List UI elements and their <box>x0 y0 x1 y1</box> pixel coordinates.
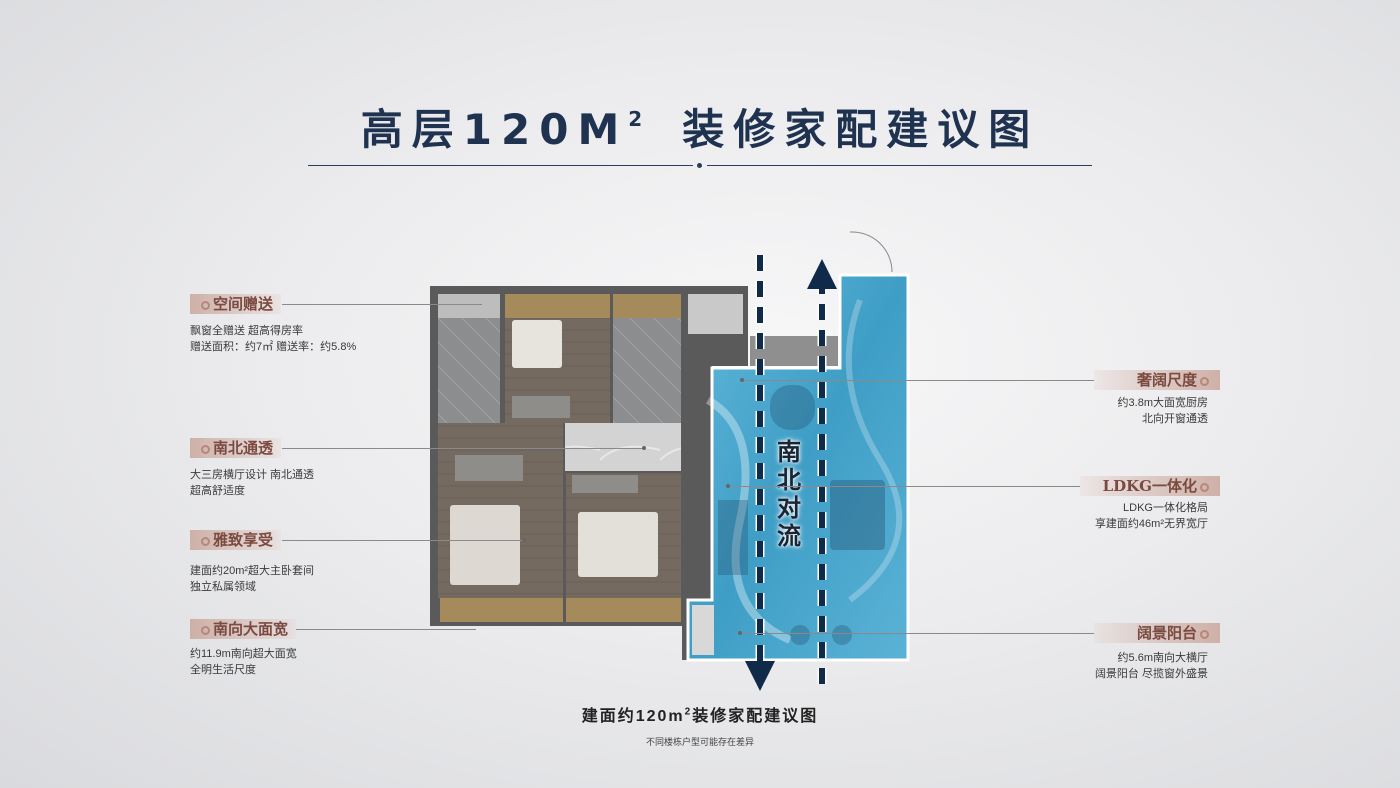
ring-icon <box>201 537 210 546</box>
flow-label: 南北对流 <box>777 437 801 550</box>
leader-through <box>282 448 644 449</box>
bed-north <box>512 320 562 368</box>
title-rule-dot <box>697 163 702 168</box>
desc-luxury: 约3.8m大面宽厨房北向开窗通透 <box>1117 397 1208 425</box>
disclaimer-note: 不同楼栋户型可能存在差异 <box>645 737 754 747</box>
page-title: 高层120M2 装修家配建议图 <box>0 96 1400 157</box>
ldkg-highlight-area <box>686 273 910 662</box>
bathroom-left <box>438 318 500 423</box>
leader-luxury <box>742 380 1094 381</box>
title-rule-left <box>308 165 693 166</box>
title-sub: 装修家配建议图 <box>682 105 1040 154</box>
ring-icon <box>1200 377 1209 386</box>
leader-dot-luxury <box>740 378 744 382</box>
leader-dot-balcony <box>738 631 742 635</box>
title-sup: 2 <box>628 107 643 131</box>
balcony-chair-2 <box>832 625 852 645</box>
bay-window-bath-left <box>438 294 500 318</box>
wardrobe-second <box>572 475 638 493</box>
bay-window-north <box>505 294 610 318</box>
entrance-door-arc <box>849 231 893 273</box>
tv-cabinet <box>718 500 748 575</box>
leader-wide <box>296 629 476 630</box>
tag-wide: 南向大面宽 <box>190 619 297 639</box>
bed-second <box>578 512 658 577</box>
ring-icon <box>201 626 210 635</box>
plan-caption: 建面约120m2装修家配建议图 <box>581 706 819 725</box>
leader-gift <box>282 304 482 305</box>
tag-gift: 空间赠送 <box>190 294 282 314</box>
sofa-area <box>830 480 885 550</box>
ring-icon <box>201 445 210 454</box>
desc-balcony: 约5.6m南向大横厅阔景阳台 尽揽窗外盛景 <box>1094 652 1208 680</box>
desc-through: 大三房横厅设计 南北通透超高舒适度 <box>190 469 315 497</box>
kitchen-counter <box>688 294 743 334</box>
ring-icon <box>201 301 210 310</box>
washer <box>692 605 714 655</box>
leader-balcony <box>740 633 1094 634</box>
tag-elegant: 雅致享受 <box>190 530 282 550</box>
balcony-chair-1 <box>790 625 810 645</box>
title-rule-right <box>707 165 1092 166</box>
leader-elegant <box>282 540 524 541</box>
tag-balcony: 阔景阳台 <box>1094 623 1220 643</box>
bay-window-bath-right <box>613 294 681 318</box>
title-main: 高层120M <box>360 105 629 154</box>
bay-window-second <box>566 598 681 622</box>
hallway <box>565 423 681 471</box>
leader-dot-ldkg <box>726 484 730 488</box>
wardrobe-master <box>455 455 523 481</box>
marble-vein-2 <box>845 298 903 603</box>
desc-wide: 约11.9m南向超大面宽全明生活尺度 <box>190 648 297 676</box>
dining-table <box>770 385 815 430</box>
leader-dot-through <box>642 446 646 450</box>
bathroom-right <box>613 318 681 423</box>
bay-window-master <box>440 598 563 622</box>
ring-icon <box>1200 483 1209 492</box>
bed-master <box>450 505 520 585</box>
tag-luxury: 奢阔尺度 <box>1094 370 1220 390</box>
leader-ldkg <box>728 486 1080 487</box>
desc-elegant: 建面约20m²超大主卧套间独立私属领域 <box>190 565 315 593</box>
tag-through: 南北通透 <box>190 438 282 458</box>
ring-icon <box>1200 630 1209 639</box>
desc-gift: 飘窗全赠送 超高得房率赠送面积：约7㎡ 赠送率：约5.8% <box>190 325 357 353</box>
leader-dot-elegant <box>522 538 526 542</box>
tag-ldkg: LDKG一体化 <box>1080 476 1220 496</box>
wardrobe-north <box>512 396 570 418</box>
marble-vein-1 <box>705 396 792 644</box>
desc-ldkg: LDKG一体化格局享建面约46m²无界宽厅 <box>1094 502 1208 530</box>
